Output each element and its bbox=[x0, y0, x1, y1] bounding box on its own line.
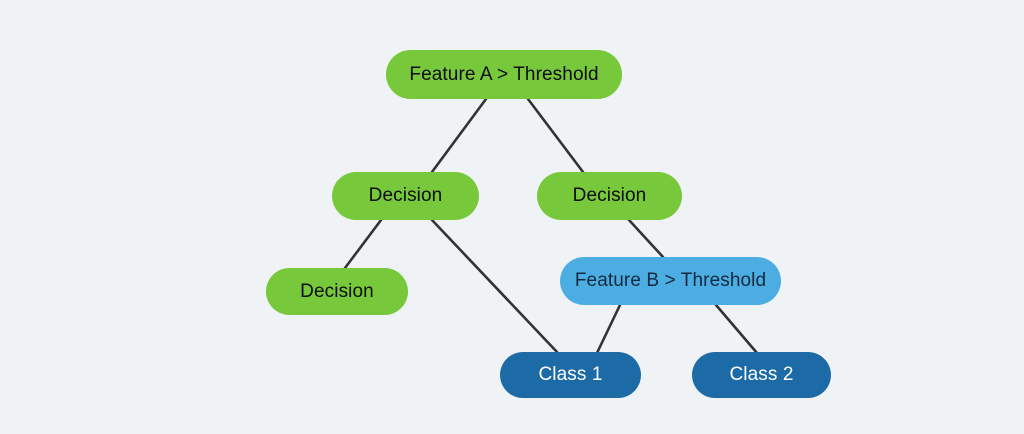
edge-root-to-decision-left bbox=[430, 97, 488, 174]
node-label: Feature A > Threshold bbox=[409, 63, 599, 85]
node-feature-b[interactable]: Feature B > Threshold bbox=[560, 257, 781, 305]
node-root-feature-a[interactable]: Feature A > Threshold bbox=[386, 50, 622, 99]
node-label: Feature B > Threshold bbox=[574, 270, 767, 291]
edge-decision-right-to-feature-b bbox=[627, 218, 665, 259]
node-label: Class 2 bbox=[729, 364, 794, 385]
node-label: Decision bbox=[368, 185, 443, 206]
node-decision-right[interactable]: Decision bbox=[537, 172, 682, 220]
node-class-1[interactable]: Class 1 bbox=[500, 352, 641, 398]
edge-feature-b-to-class-1 bbox=[595, 303, 622, 355]
edge-feature-b-to-class-2 bbox=[714, 303, 759, 355]
node-label: Decision bbox=[572, 185, 647, 206]
node-label: Decision bbox=[300, 280, 374, 302]
node-label: Class 1 bbox=[538, 364, 603, 385]
node-decision-bottom-left[interactable]: Decision bbox=[266, 268, 408, 315]
node-decision-left[interactable]: Decision bbox=[332, 172, 479, 220]
node-class-2[interactable]: Class 2 bbox=[692, 352, 831, 398]
edge-decision-left-to-class-1 bbox=[430, 218, 559, 354]
edge-root-to-decision-right bbox=[526, 97, 585, 174]
edge-decision-left-to-decision bbox=[343, 218, 383, 270]
